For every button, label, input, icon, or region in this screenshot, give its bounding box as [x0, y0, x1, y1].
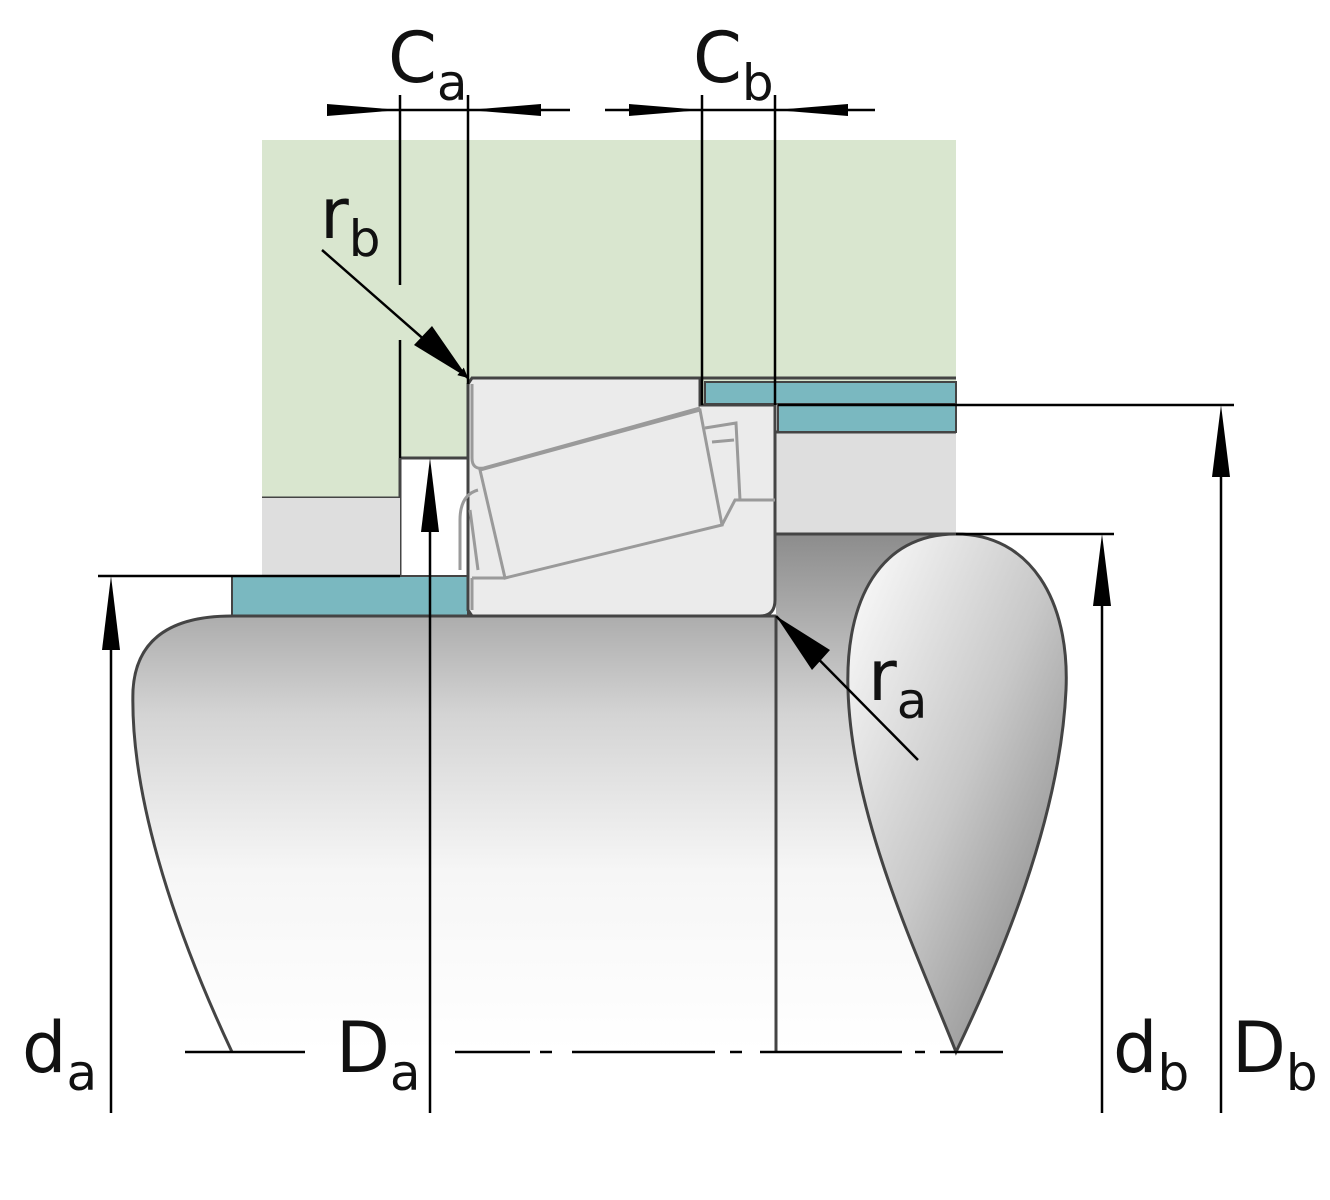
label-ra: ra	[868, 635, 927, 730]
label-da: da	[22, 1007, 97, 1102]
shaft-body	[132, 534, 957, 1052]
spacer-rings	[231, 381, 957, 617]
dimension-db: db	[956, 532, 1189, 1113]
label-db: db	[1113, 1007, 1189, 1102]
inner-ring-raceway	[472, 498, 775, 580]
dimension-Db: Db	[778, 403, 1318, 1113]
left-shoulder	[262, 498, 400, 576]
housing-spacer	[704, 381, 957, 405]
dimension-ra: ra	[775, 615, 927, 761]
label-rb: rb	[320, 173, 381, 268]
label-ca: Ca	[388, 17, 468, 112]
label-cb: Cb	[693, 17, 774, 112]
housing-spacer-lower	[777, 403, 957, 433]
dimension-rb: rb	[320, 173, 469, 379]
tapered-roller-bearing	[458, 376, 777, 618]
bearing-outline	[466, 376, 777, 618]
dimension-Da: Da	[336, 458, 439, 1113]
label-Db: Db	[1232, 1007, 1318, 1102]
housing-body	[262, 140, 956, 498]
dimension-cb: Cb	[605, 17, 875, 405]
shaft	[131, 532, 1068, 1056]
dimension-ca: Ca	[327, 17, 570, 458]
cage-right	[704, 421, 742, 501]
right-shoulder	[776, 432, 956, 534]
label-Da: Da	[336, 1007, 421, 1102]
shaft-spacer	[231, 575, 469, 617]
cage-left	[458, 488, 480, 571]
dimension-da: da	[22, 574, 400, 1113]
